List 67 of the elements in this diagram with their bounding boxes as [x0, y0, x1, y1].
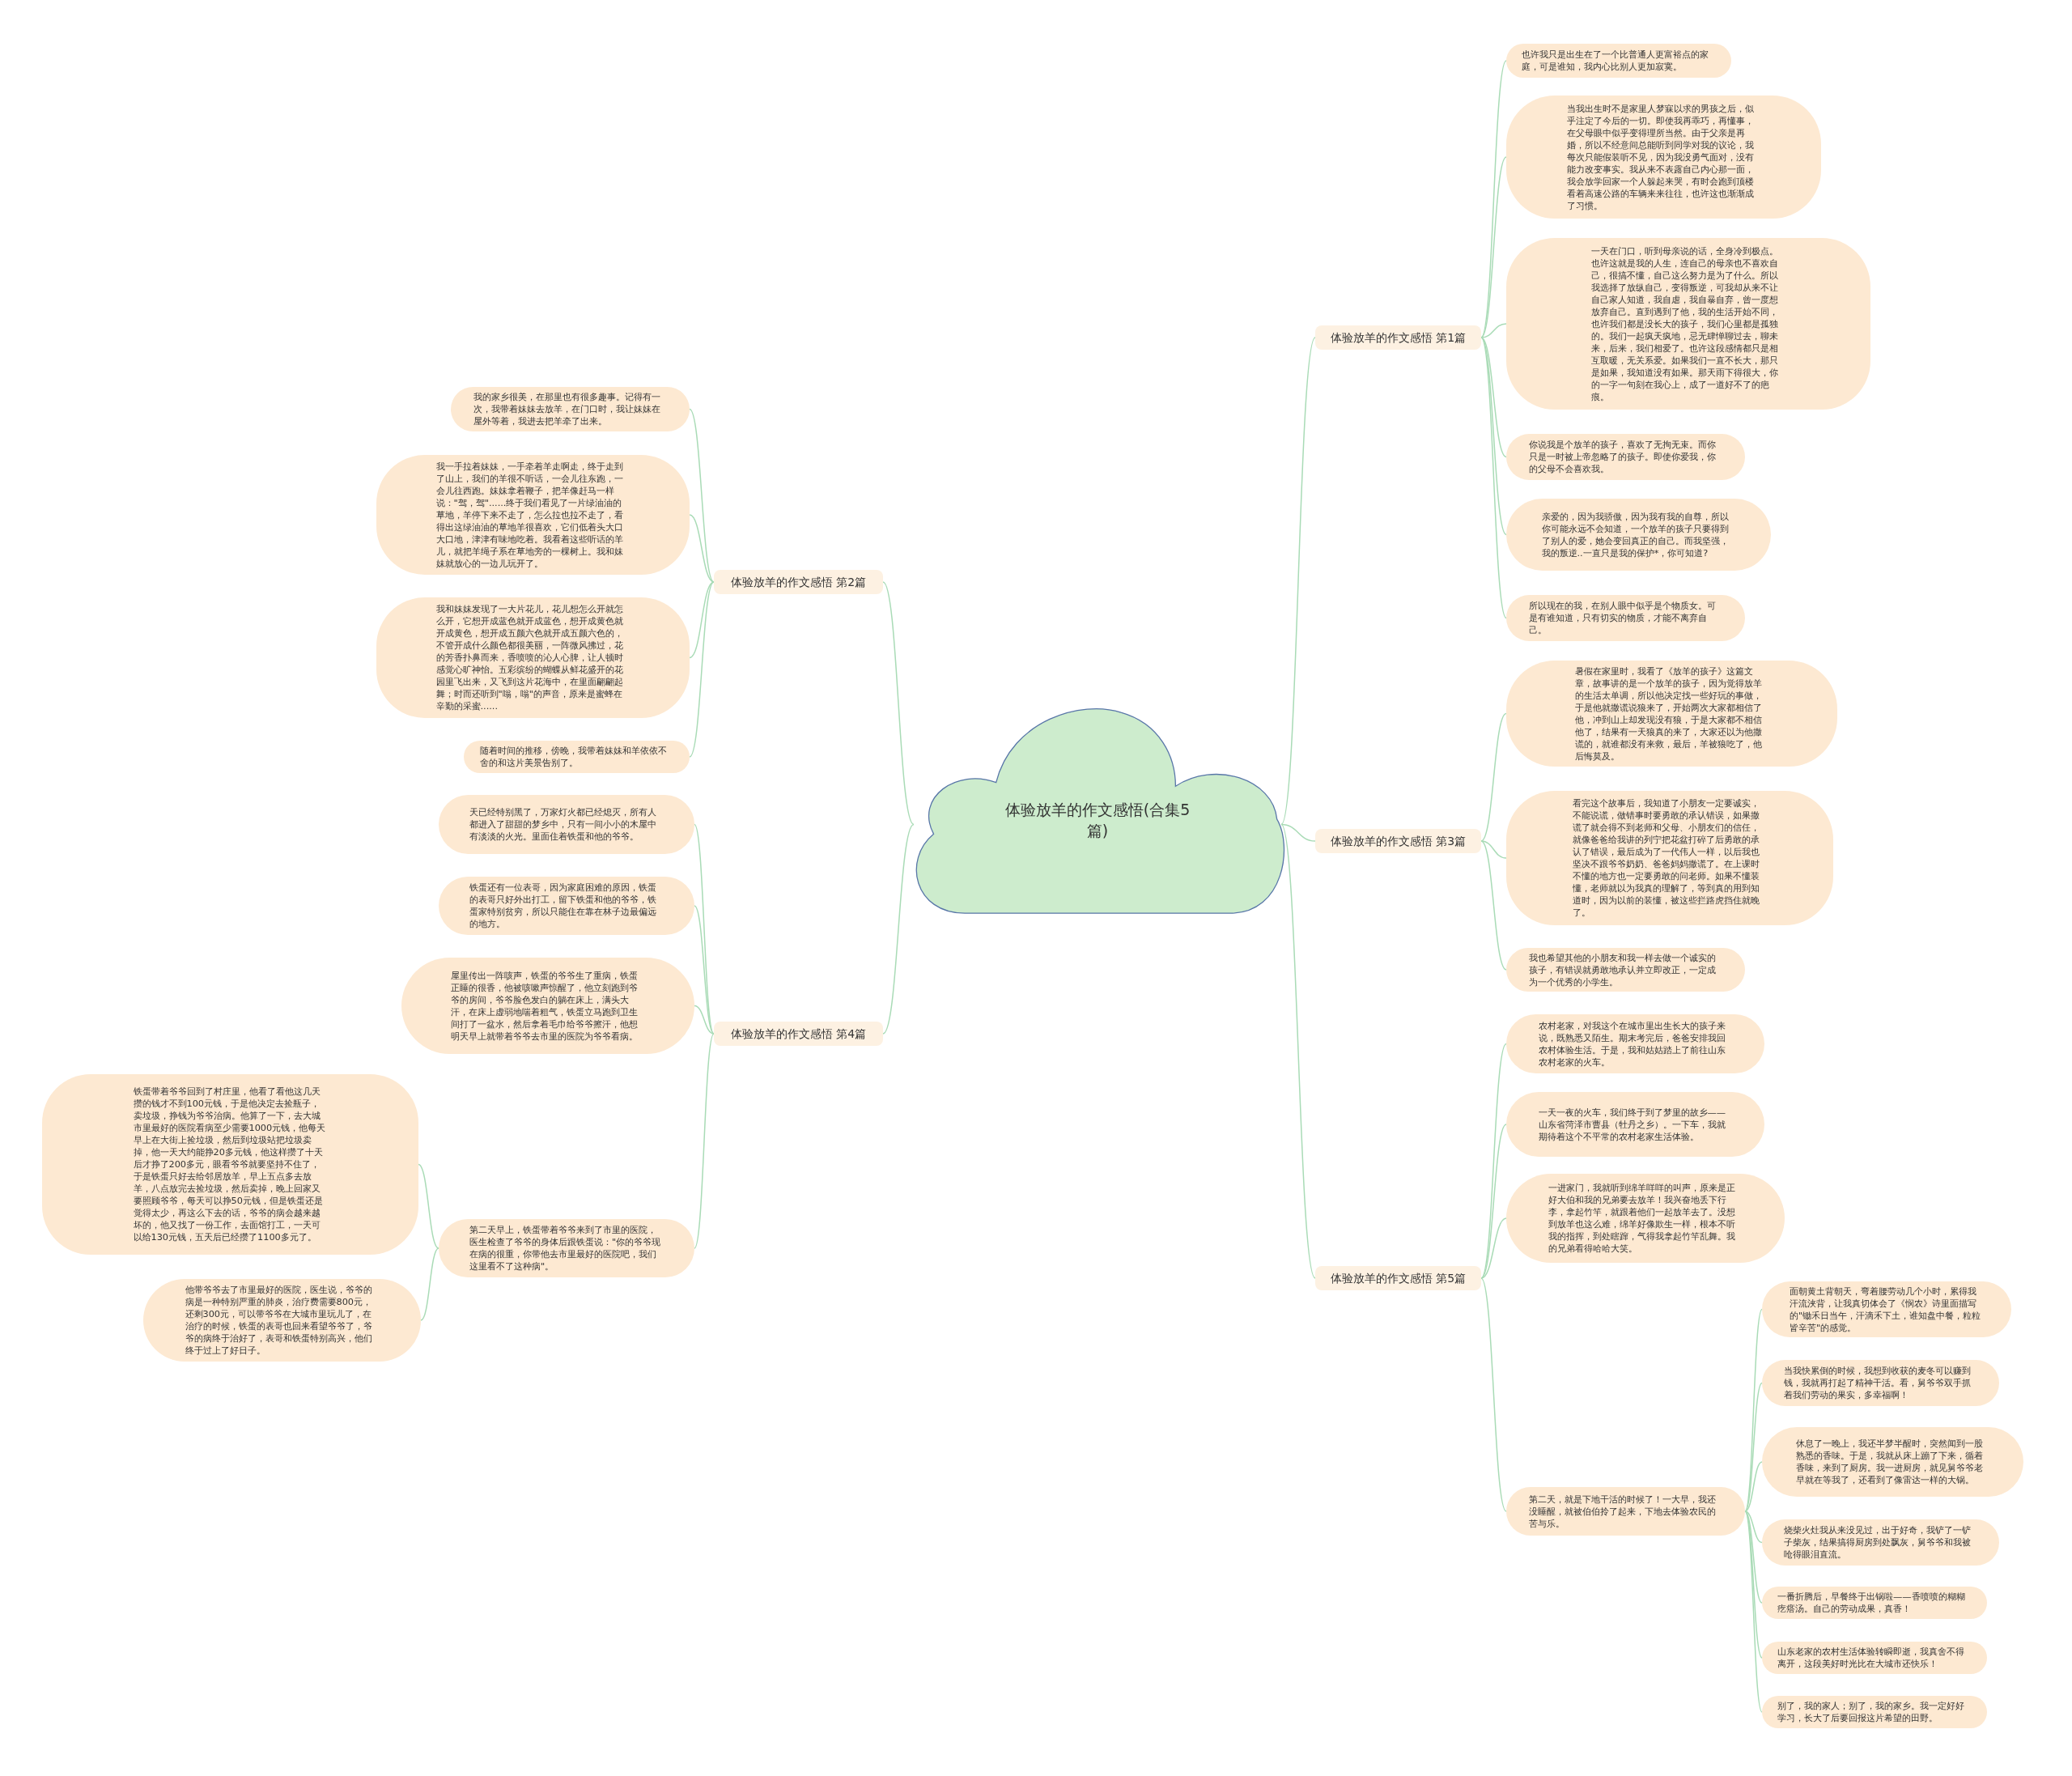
- text-bubble: 休息了一晚上，我还半梦半醒时，突然闻到一股熟悉的香味。于是，我就从床上蹦了下来，循着香味，来到了厨房。我一进厨房，就见舅爷爷老早就在等我了，还看到了像雷达一样的大锅。: [1762, 1427, 2023, 1497]
- connector-line: [1480, 1124, 1507, 1279]
- text-bubble: 天已经特别黑了，万家灯火都已经熄灭，所有人都进入了甜甜的梦乡中，只有一间小小的木屋中有淡淡的火光。里面住着铁蛋和他的爷爷。: [439, 795, 694, 854]
- connector-line: [1280, 823, 1316, 1279]
- connector-line: [1480, 337, 1507, 619]
- text-bubble: 看完这个故事后，我知道了小朋友一定要诚实，不能说谎，做错事时要勇敢的承认错误，如果撒谎了就会得不到老师和父母、小朋友们的信任，就像爸爸给我讲的列宁把花盆打碎了后勇敢的承认了错误，最后成为了一代伟人一样，以后我也坚决不跟爷爷奶奶、爸爸妈妈撒谎了。在上课时不懂的地方也一定要勇敢的问老师。如果不懂装懂，老师就以为我真的理解了，等到真的用到知道时，因为以前的装懂，被这些拦路虎挡住就晚了。: [1506, 791, 1833, 925]
- connector-line: [694, 905, 715, 1035]
- text-bubble: 农村老家，对我这个在城市里出生长大的孩子来说，既熟悉又陌生。期末考完后，爸爸安排我回农村体验生活。于是，我和姑姑踏上了前往山东农村老家的火车。: [1506, 1014, 1764, 1073]
- connector-line: [882, 823, 915, 1035]
- text-bubble: 山东老家的农村生活体验转瞬即逝，我真舍不得离开，这段美好时光比在大城市还快乐！: [1762, 1642, 1987, 1674]
- connector-line: [1744, 1382, 1763, 1512]
- connector-line: [420, 1247, 439, 1321]
- text-bubble: 随着时间的推移，傍晚，我带着妹妹和羊依依不舍的和这片美景告别了。: [464, 741, 690, 773]
- connector-line: [1480, 156, 1507, 338]
- connector-line: [1480, 1277, 1507, 1512]
- text-bubble: 我和妹妹发现了一大片花儿，花儿想怎么开就怎么开，它想开成蓝色就开成蓝色，想开成黄色就开成黄色，想开成五颜六色就开成五颜六色的，不管开成什么颜色都很美丽，一阵微风拂过，花的芳香扑鼻而来，香喷喷的沁人心脾，让人顿时感觉心旷神怡。五彩缤纷的蝴蝶从鲜花盛开的花园里飞出来，又飞到这片花海中，在里面翩翩起舞；时而还听到"嗡，嗡"的声音，原来是蜜蜂在辛勤的采蜜......: [376, 597, 690, 718]
- branch-label: 体验放羊的作文感悟 第3篇: [1315, 829, 1481, 853]
- connector-line: [1480, 337, 1507, 536]
- text-bubble: 我一手拉着妹妹，一手牵着羊走啊走，终于走到了山上，我们的羊很不听话，一会儿往东跑，一会儿往西跑。妹妹拿着鞭子，把羊像赶马一样说："驾，驾"......终于我们看见了一片绿油油的草地，羊停下来不走了，怎么拉也拉不走了，看得出这绿油油的草地羊很喜欢，它们低着头大口大口地，津津有味地吃着。我看着这些听话的羊儿，就把羊绳子系在草地旁的一棵树上。我和妹妹就放心的一边儿玩开了。: [376, 455, 690, 575]
- text-bubble: 屋里传出一阵咳声，铁蛋的爷爷生了重病，铁蛋正睡的很香，他被咳嗽声惊醒了，他立刻跑到爷爷的房间，爷爷脸色发白的躺在床上，满头大汗，在床上虚弱地喘着粗气，铁蛋立马跑到卫生间打了一盆水，然后拿着毛巾给爷爷擦汗，他想明天早上就带着爷爷去市里的医院为爷爷看病。: [401, 958, 694, 1054]
- text-bubble: 暑假在家里时，我看了《放羊的孩子》这篇文章，故事讲的是一个放羊的孩子，因为觉得放羊的生活太单调，所以他决定找一些好玩的事做，于是他就撒谎说狼来了，开始两次大家都相信了他，冲到山上却发现没有狼，于是大家都不相信他了，结果有一天狼真的来了，大家还以为他撒谎的，就谁都没有来救，最后，羊被狼吃了，他后悔莫及。: [1506, 661, 1837, 767]
- text-bubble: 当我出生时不是家里人梦寐以求的男孩之后，似乎注定了今后的一切。即使我再乖巧，再懂事，在父母眼中似乎变得理所当然。由于父亲是再婚，所以不经意间总能听到同学对我的议论，我每次只能假装听不见，因为我没勇气面对，没有能力改变事实。我从来不表露自己内心那一面，我会放学回家一个人躲起来哭，有时会跑到顶楼看着高速公路的车辆来来往往，也许这也渐渐成了习惯。: [1506, 96, 1821, 219]
- connector-line: [1744, 1510, 1763, 1544]
- text-bubble: 我的家乡很美，在那里也有很多趣事。记得有一次，我带着妹妹去放羊，在门口时，我让妹妹在屋外等着，我进去把羊牵了出来。: [451, 387, 690, 431]
- connector-line: [1480, 337, 1507, 458]
- branch-label: 体验放羊的作文感悟 第5篇: [1315, 1266, 1481, 1290]
- text-bubble: 别了，我的家人；别了，我的家乡。我一定好好学习，长大了后要回报这片希望的田野。: [1762, 1696, 1987, 1728]
- connector-line: [882, 581, 915, 826]
- connector-line: [689, 514, 715, 583]
- connector-line: [689, 581, 715, 659]
- topic-text: 体验放羊的作文感悟(合集5篇): [1004, 799, 1191, 841]
- connector-line: [1480, 840, 1507, 971]
- branch-label: 体验放羊的作文感悟 第1篇: [1315, 325, 1481, 350]
- connector-line: [689, 581, 715, 758]
- connector-line: [1480, 712, 1507, 842]
- connector-line: [694, 823, 715, 1035]
- connector-line: [1744, 1510, 1763, 1604]
- text-bubble: 烧柴火灶我从来没见过，出于好奇，我铲了一铲子柴灰，结果搞得厨房到处飘灰，舅爷爷和我被呛得眼泪直流。: [1762, 1519, 1999, 1566]
- connector-line: [1480, 840, 1507, 859]
- text-bubble: 铁蛋还有一位表哥，因为家庭困难的原因，铁蛋的表哥只好外出打工，留下铁蛋和他的爷爷，铁蛋家特别贫穷，所以只能住在靠在林子边最偏远的地方。: [439, 877, 694, 935]
- connector-line: [418, 1163, 439, 1249]
- text-bubble: 第二天，就是下地干活的时候了！一大早，我还没睡醒，就被伯伯拎了起来，下地去体验农民的苦与乐。: [1506, 1487, 1745, 1536]
- text-bubble: 亲爱的，因为我骄傲，因为我有我的自尊，所以你可能永远不会知道，一个放羊的孩子只要得到了别人的爱，她会变回真正的自己。而我坚强，我的叛逆..一直只是我的保护*，你可知道?: [1506, 499, 1771, 571]
- connector-line: [1280, 823, 1316, 842]
- connector-line: [1480, 323, 1507, 338]
- text-bubble: 当我快累倒的时候，我想到收获的麦冬可以赚到钱，我就再打起了精神干活。看，舅爷爷双手抓着我们劳动的果实，多幸福啊！: [1762, 1360, 1999, 1406]
- connector-line: [689, 408, 715, 583]
- text-bubble: 铁蛋带着爷爷回到了村庄里，他看了看他这几天攒的钱才不到100元钱，于是他决定去捡瓶子，卖垃圾，挣钱为爷爷治病。他算了一下，去大城市里最好的医院看病至少需要1000元钱，他每天早上在大街上捡垃圾，然后到垃圾站把垃圾卖掉，他一天大约能挣20多元钱，他这样攒了十天后才挣了200多元，眼看爷爷就要坚持不住了，于是铁蛋只好去给邻居放羊，早上五点多去放羊，八点放完去捡垃圾，然后卖掉，晚上回家又要照顾爷爷，每天可以挣50元钱，但是铁蛋还是觉得太少，再这么下去的话，爷爷的病会越来越坏的，他又找了一份工作，去面馆打工，一天可以给130元钱，五天后已经攒了1100多元了。: [42, 1074, 418, 1255]
- text-bubble: 所以现在的我，在别人眼中似乎是个物质女。可是有谁知道，只有切实的物质，才能不离弃自己。: [1506, 595, 1745, 641]
- connector-line: [1280, 337, 1316, 826]
- connector-line: [1744, 1510, 1763, 1713]
- text-bubble: 面朝黄土背朝天，弯着腰劳动几个小时，累得我汗流浃背，让我真切体会了《悯农》诗里面描写的"锄禾日当午，汗滴禾下土，谁知盘中餐，粒粒皆辛苦"的感觉。: [1762, 1281, 2011, 1337]
- branch-label: 体验放羊的作文感悟 第4篇: [714, 1022, 883, 1046]
- text-bubble: 也许我只是出生在了一个比普通人更富裕点的家庭，可是谁知，我内心比别人更加寂寞。: [1506, 44, 1731, 78]
- branch-label: 体验放羊的作文感悟 第2篇: [714, 570, 883, 594]
- text-bubble: 我也希望其他的小朋友和我一样去做一个诚实的孩子，有错误就勇敢地承认并立即改正，一定成为一个优秀的小学生。: [1506, 948, 1745, 992]
- text-bubble: 第二天早上，铁蛋带着爷爷来到了市里的医院，医生检查了爷爷的身体后跟铁蛋说："你的爷爷现在病的很重，你带他去市里最好的医院吧，我们这里看不了这种病"。: [439, 1219, 694, 1277]
- text-bubble: 你说我是个放羊的孩子，喜欢了无拘无束。而你只是一时被上帝忽略了的孩子。即使你爱我，你的父母不会喜欢我。: [1506, 434, 1745, 480]
- connector-line: [694, 1005, 715, 1035]
- connector-line: [1480, 1217, 1507, 1279]
- text-bubble: 一天在门口，听到母亲说的话，全身冷到极点。也许这就是我的人生，连自己的母亲也不喜欢自己，很搞不懂，自己这么努力是为了什么。所以我选择了放纵自己，变得叛逆，可我却从来不让自己家人知道，我自虐，我自暴自弃，曾一度想放弃自己。直到遇到了他，我的生活开始不同，也许我们都是没长大的孩子，我们心里都是孤独的。我们一起疯天疯地，忌无肆惮聊过去，聊未来，后来，我们相爱了。也许这段感情都只是相互取暖，无关系爱。如果我们一直不长大，那只是如果，我知道没有如果。那天雨下得很大，你的一字一句刻在我心上，成了一道好不了的疤痕。: [1506, 238, 1870, 410]
- text-bubble: 一进家门，我就听到绵羊咩咩的叫声，原来是正好大伯和我的兄弟要去放羊！我兴奋地丢下行李，拿起竹竿，就跟着他们一起放羊去了。没想到放羊也这么难，绵羊好像欺生一样，根本不听我的指挥，到处瞎蹿，气得我拿起竹竿乱舞。我的兄弟看得哈哈大笑。: [1506, 1174, 1785, 1263]
- text-bubble: 一天一夜的火车，我们终于到了梦里的故乡——山东省菏泽市曹县（牡丹之乡）。一下车，我就期待着这个不平常的农村老家生活体验。: [1506, 1092, 1764, 1157]
- text-bubble: 他带爷爷去了市里最好的医院，医生说，爷爷的病是一种特别严重的肺炎，治疗费需要800元，还剩300元，可以带爷爷在大城市里玩儿了，在治疗的时候，铁蛋的表哥也回来看望爷爷了，爷爷的病终于治好了，表哥和铁蛋特别高兴，他们终于过上了好日子。: [143, 1279, 421, 1362]
- text-bubble: 一番折腾后，早餐终于出锅啦——香喷喷的糊糊疙瘩汤。自己的劳动成果，真香！: [1762, 1587, 1987, 1619]
- connector-line: [694, 1033, 715, 1249]
- connector-line: [1744, 1461, 1763, 1512]
